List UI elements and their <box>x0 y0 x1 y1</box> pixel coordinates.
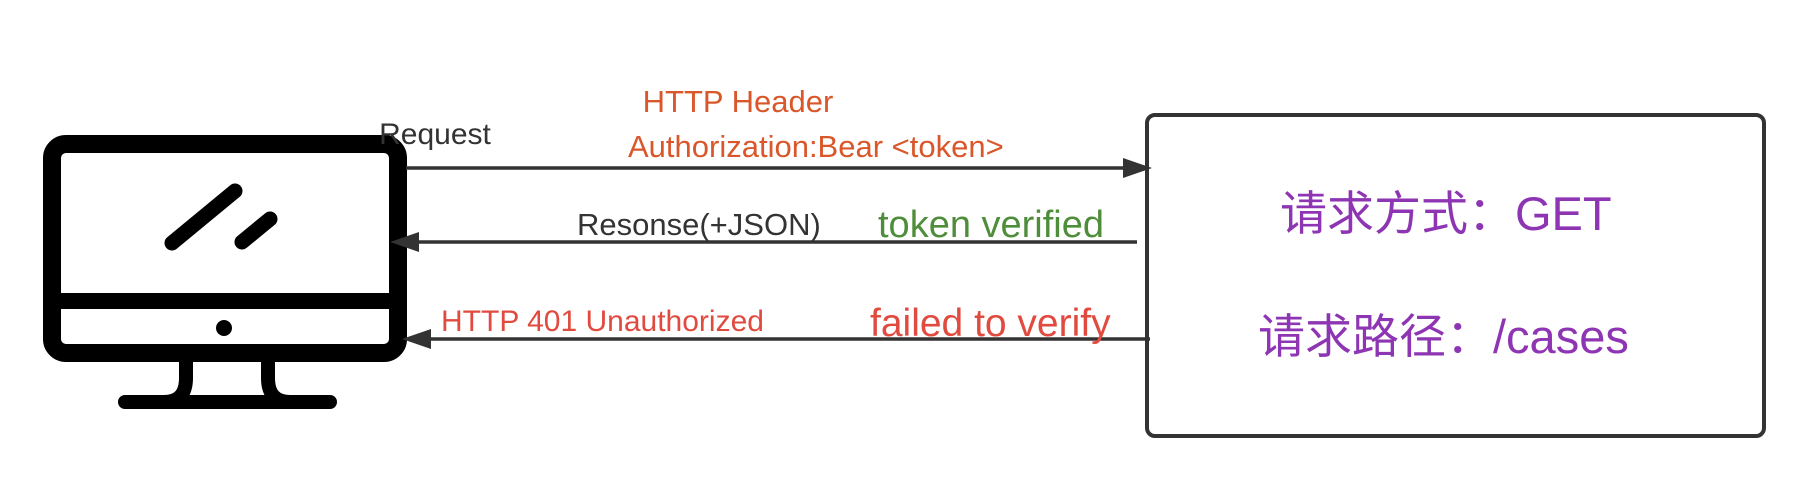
monitor-power-dot <box>216 320 232 336</box>
failed-to-verify-label: failed to verify <box>870 302 1111 345</box>
authorization-header-value: Authorization:Bear <token> <box>628 129 1004 164</box>
monitor-stand <box>118 350 337 409</box>
token-verified-label: token verified <box>878 204 1105 246</box>
response-ok-arrow <box>390 232 1137 252</box>
response-fail-arrow <box>402 329 1150 349</box>
monitor-frame <box>43 135 407 362</box>
request-label: Request <box>379 118 491 151</box>
http-header-title: HTTP Header <box>642 84 834 119</box>
response-ok-arrowhead <box>390 232 419 252</box>
http-401-label: HTTP 401 Unauthorized <box>441 305 764 338</box>
desktop-monitor-icon <box>43 135 407 409</box>
response-fail-arrowhead <box>402 329 431 349</box>
request-arrowhead <box>1123 158 1152 178</box>
screen-glare-long <box>164 183 243 251</box>
request-method-label: 请求方式：GET <box>1280 187 1612 240</box>
server-box <box>1145 113 1766 438</box>
request-arrow <box>406 158 1152 178</box>
request-path-label: 请求路径：/cases <box>1258 310 1629 363</box>
response-label: Resonse(+JSON) <box>577 207 821 242</box>
screen-glare-short <box>234 211 278 250</box>
